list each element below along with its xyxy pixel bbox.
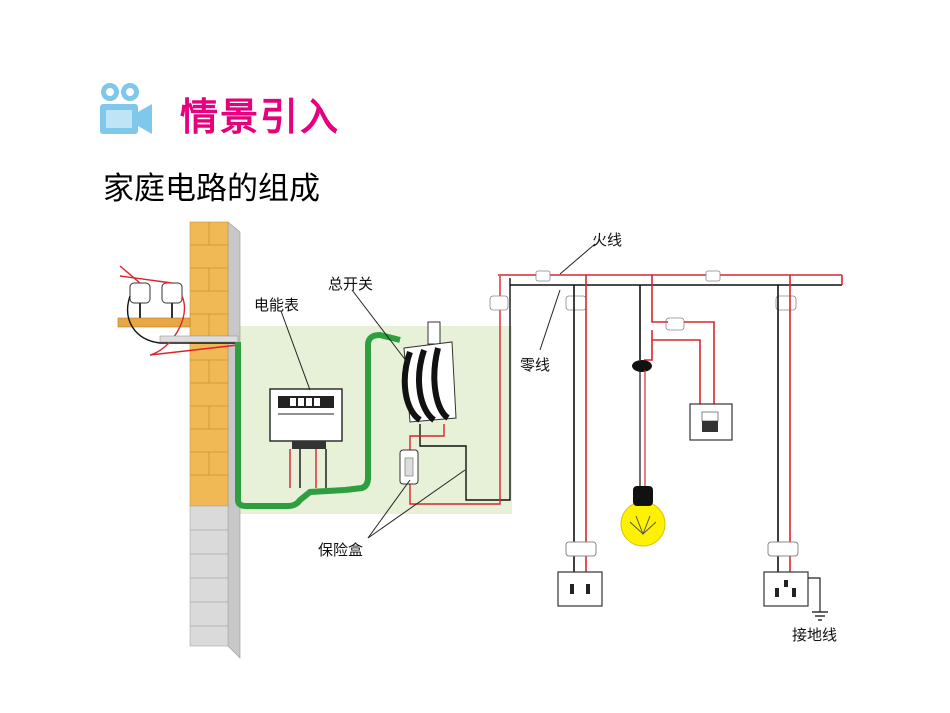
- wall-socket-2: [763, 571, 809, 607]
- page-subtitle: 家庭电路的组成: [103, 171, 320, 207]
- fuse-box: [399, 449, 419, 485]
- socket-2-branch: [763, 275, 828, 621]
- lamp-branch: [620, 275, 733, 547]
- label-live-wire: 火线: [592, 231, 622, 249]
- camera-icon: [94, 80, 156, 142]
- light-switch: [689, 403, 733, 441]
- page-title: 情景引入: [180, 95, 341, 139]
- light-bulb: [620, 501, 666, 547]
- label-ground-wire: 接地线: [792, 626, 837, 644]
- distribution-lines: [498, 274, 843, 286]
- label-meter: 电能表: [254, 296, 299, 314]
- service-cable: [235, 342, 346, 509]
- label-fuse-box: 保险盒: [318, 541, 363, 559]
- label-neutral-wire: 零线: [520, 356, 550, 374]
- electric-meter: [269, 388, 343, 488]
- socket-1-branch: [557, 275, 603, 607]
- wall-socket-1: [557, 571, 603, 607]
- brick-wall: [189, 221, 241, 659]
- pole-insulators: [117, 265, 239, 356]
- label-total-switch: 总开关: [328, 275, 373, 293]
